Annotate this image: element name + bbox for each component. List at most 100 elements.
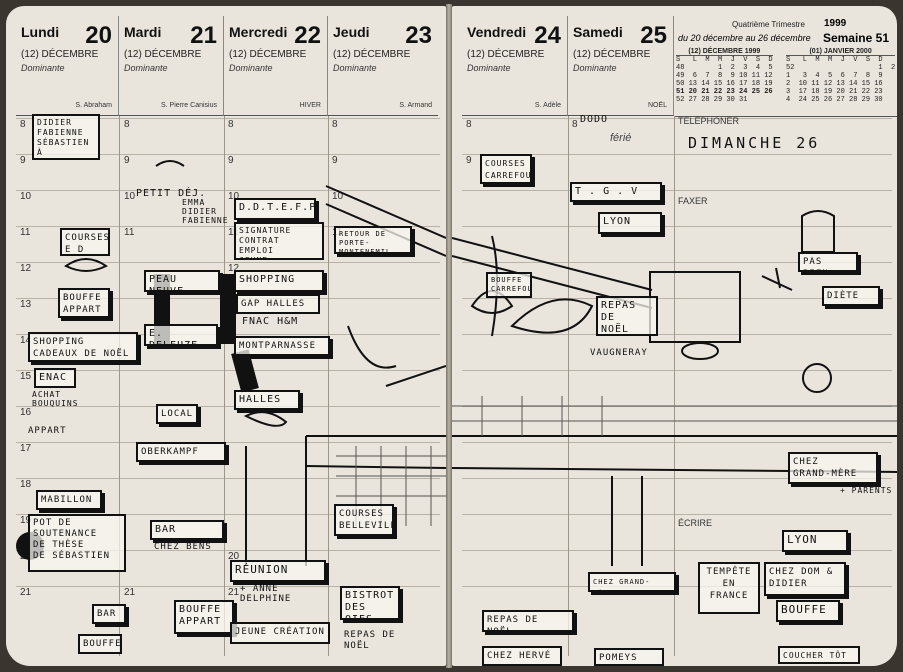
mini-calendar-row: 1 3 4 5 6 7 8 9 bbox=[786, 72, 883, 80]
note-dimanche-26[interactable]: DIMANCHE 26 bbox=[688, 134, 821, 152]
mini-calendar-row: 52 27 28 29 30 31 bbox=[676, 96, 748, 104]
note-halles[interactable]: HALLES bbox=[234, 390, 300, 410]
note-repas-noel-jeudi[interactable]: REPAS DE NOËL bbox=[344, 630, 396, 651]
note-vaugneray[interactable]: VAUGNERAY bbox=[590, 348, 648, 358]
hour-label: 8 bbox=[332, 119, 338, 130]
hour-line bbox=[462, 262, 892, 263]
note-pas-bien[interactable]: PAS BIEN bbox=[798, 252, 858, 272]
note-shopping[interactable]: SHOPPING bbox=[234, 270, 324, 292]
note-montparnasse[interactable]: MONTPARNASSE bbox=[234, 336, 330, 356]
note-courses[interactable]: COURSES E D bbox=[60, 228, 110, 256]
note-repas-noel-vendredi[interactable]: REPAS DE NOËL bbox=[482, 610, 574, 632]
note-chez-bens[interactable]: CHEZ BENS bbox=[154, 542, 212, 552]
hour-line bbox=[462, 226, 892, 227]
note-repas-noel-samedi[interactable]: REPAS DE NOËL bbox=[596, 296, 658, 336]
note-chez-grand-mere[interactable]: CHEZ GRAND-MÈRE bbox=[788, 452, 878, 484]
note-shopping-cadeaux[interactable]: SHOPPING CADEAUX DE NOËL bbox=[28, 332, 138, 362]
note-appart[interactable]: APPART bbox=[28, 426, 67, 436]
note-chez-dom-didier[interactable]: CHEZ DOM & DIDIER bbox=[764, 562, 846, 596]
hour-label: 8 bbox=[124, 119, 130, 130]
day-month: (12) DÉCEMBRE bbox=[467, 49, 545, 60]
note-petit-dej[interactable]: PETIT DÉJ. bbox=[136, 188, 207, 199]
week-number: Semaine 51 bbox=[822, 31, 889, 45]
note-didier-appart[interactable]: DIDIER FABIENNE SÉBASTIEN À L'APPART bbox=[32, 114, 100, 160]
hour-label: 10 bbox=[228, 191, 240, 202]
note-anne-delphine[interactable]: + ANNE DELPHINE bbox=[240, 584, 292, 604]
note-bar-chez-bens[interactable]: BAR bbox=[150, 520, 224, 540]
hour-line bbox=[462, 334, 892, 335]
note-chez-grand-mere-samedi[interactable]: CHEZ GRAND-MÈRE bbox=[588, 572, 676, 592]
note-bouffe-appart[interactable]: BOUFFE APPART bbox=[58, 288, 110, 318]
day-name: Lundi bbox=[21, 24, 60, 40]
hour-label: 21 bbox=[124, 587, 136, 598]
note-mabillon[interactable]: MABILLON bbox=[36, 490, 102, 510]
note-oberkampf[interactable]: OBERKAMPF bbox=[136, 442, 226, 462]
note-tempete[interactable]: TEMPÊTE EN FRANCE bbox=[698, 562, 760, 614]
mini-calendar-row: 51 20 21 22 23 24 25 26 bbox=[676, 88, 773, 96]
note-reunion[interactable]: RÉUNION bbox=[230, 560, 326, 582]
day-number: 25 bbox=[640, 22, 667, 49]
day-header-vendredi[interactable]: Vendredi 24 (12) DÉCEMBRE Dominante S. A… bbox=[462, 16, 568, 116]
hour-label: 14 bbox=[20, 335, 32, 346]
note-bouffe-appart-mardi[interactable]: BOUFFE APPART bbox=[174, 600, 234, 634]
note-pot-soutenance[interactable]: POT DE SOUTENANCE DE THÈSE DE SÉBASTIEN bbox=[28, 514, 126, 572]
day-header-mardi[interactable]: Mardi 21 (12) DÉCEMBRE Dominante S. Pier… bbox=[119, 16, 224, 116]
hour-label: 8 bbox=[20, 119, 26, 130]
mini-calendar-row: 48 1 2 3 4 5 bbox=[676, 64, 773, 72]
note-lyon-samedi[interactable]: LYON bbox=[598, 212, 662, 234]
note-e-deleuze[interactable]: E. DELEUZE bbox=[144, 324, 218, 346]
day-header-samedi[interactable]: Samedi 25 (12) DÉCEMBRE Dominante NOËL bbox=[568, 16, 674, 116]
note-chez-herve[interactable]: CHEZ HERVÉ bbox=[482, 646, 562, 666]
note-parents[interactable]: + PARENTS bbox=[840, 486, 893, 495]
saint-label: S. Pierre Canisius bbox=[160, 102, 217, 109]
note-retour-porte[interactable]: RETOUR DE PORTE-MONTENEMIL bbox=[334, 226, 412, 254]
note-peau-neuve[interactable]: PEAU NEUVE bbox=[144, 270, 220, 292]
note-enac[interactable]: ENAC bbox=[34, 368, 76, 388]
day-month: (12) DÉCEMBRE bbox=[229, 49, 307, 60]
hour-line bbox=[16, 118, 440, 119]
note-bouffe-dimanche[interactable]: BOUFFE bbox=[776, 600, 840, 622]
note-lyon-dimanche[interactable]: LYON bbox=[782, 530, 848, 552]
note-bouffe-carrefour[interactable]: BOUFFE CARREFOUR bbox=[486, 272, 532, 298]
ferie-label: férié bbox=[610, 132, 632, 144]
note-ddtefp[interactable]: D.D.T.E.F.P bbox=[234, 198, 316, 220]
hour-label: 8 bbox=[572, 119, 578, 130]
note-tgv[interactable]: T . G . V bbox=[570, 182, 662, 202]
note-emma-didier[interactable]: EMMA DIDIER FABIENNE bbox=[182, 198, 229, 225]
day-header-jeudi[interactable]: Jeudi 23 (12) DÉCEMBRE Dominante S. Arma… bbox=[328, 16, 438, 116]
day-header-mercredi[interactable]: Mercredi 22 (12) DÉCEMBRE Dominante HIVE… bbox=[224, 16, 328, 116]
season-label: HIVER bbox=[299, 102, 321, 109]
note-bouffe[interactable]: BOUFFE bbox=[78, 634, 122, 654]
note-coucher-tot[interactable]: COUCHER TÔT bbox=[778, 646, 860, 664]
day-number: 24 bbox=[534, 22, 561, 49]
note-courses-carrefour[interactable]: COURSES CARREFOUR bbox=[480, 154, 532, 184]
hour-line bbox=[462, 478, 892, 479]
hour-label: 12 bbox=[228, 263, 240, 274]
note-bar[interactable]: BAR bbox=[92, 604, 126, 624]
note-local[interactable]: LOCAL bbox=[156, 404, 198, 424]
day-number: 23 bbox=[405, 22, 432, 49]
note-jeune-creation[interactable]: JEUNE CRÉATION bbox=[230, 622, 330, 644]
note-achat-bouquins[interactable]: ACHAT BOUQUINS bbox=[32, 390, 79, 408]
hour-line bbox=[462, 442, 892, 443]
note-fnac-hm[interactable]: FNAC H&M bbox=[242, 316, 299, 327]
note-diete[interactable]: DIÈTE bbox=[822, 286, 880, 306]
column-divider bbox=[224, 116, 225, 656]
note-gap-halles[interactable]: GAP HALLES bbox=[236, 294, 320, 314]
hour-line bbox=[16, 406, 440, 407]
hour-label: 21 bbox=[228, 587, 240, 598]
note-dodo[interactable]: DODO bbox=[580, 114, 609, 125]
note-pomeys[interactable]: POMEYS bbox=[594, 648, 664, 666]
hour-label: 17 bbox=[20, 443, 32, 454]
note-contrat-emploi[interactable]: SIGNATURE CONTRAT EMPLOI JEUNE bbox=[234, 222, 324, 260]
hour-label: 20 bbox=[228, 551, 240, 562]
week-range: du 20 décembre au 26 décembre bbox=[678, 33, 811, 43]
column-divider bbox=[328, 116, 329, 656]
hour-label: 10 bbox=[332, 191, 344, 202]
note-courses-belleville[interactable]: COURSES BELLEVILLE bbox=[334, 504, 394, 536]
hour-line bbox=[16, 154, 440, 155]
saint-label: S. Armand bbox=[399, 102, 432, 109]
day-dominante: Dominante bbox=[333, 63, 377, 73]
note-bistrot-des-oies[interactable]: BISTROT DES OIES bbox=[340, 586, 400, 620]
day-header-lundi[interactable]: Lundi 20 (12) DÉCEMBRE Dominante S. Abra… bbox=[16, 16, 119, 116]
